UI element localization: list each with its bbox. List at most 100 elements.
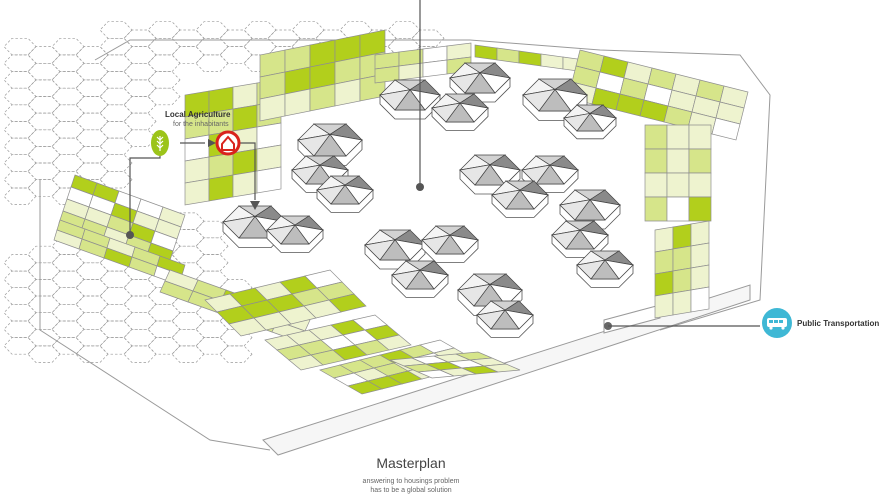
context-hexagon [3, 187, 37, 205]
context-hexagon [75, 146, 109, 164]
context-hexagon [27, 112, 61, 131]
context-hexagon [75, 328, 109, 347]
field-plot [256, 144, 282, 172]
arrow-head-down [250, 201, 260, 210]
context-hexagon [3, 137, 37, 156]
context-hexagon [3, 121, 37, 139]
context-hexagon [27, 328, 61, 347]
context-hexagon [219, 345, 253, 363]
field-plot [690, 242, 710, 269]
context-hexagon [51, 137, 85, 156]
agriculture-title: Local Agriculture [165, 110, 231, 119]
housing-cluster [378, 79, 442, 120]
field-plot [376, 334, 412, 351]
context-hexagon [171, 46, 205, 64]
context-hexagon [99, 270, 133, 289]
context-hexagon [3, 37, 37, 56]
context-hexagon [147, 87, 181, 106]
context-hexagon [27, 279, 61, 297]
context-hexagon [3, 104, 37, 122]
field-plot [666, 196, 690, 222]
context-hexagon [147, 303, 181, 322]
field-plot [184, 156, 210, 184]
context-hexagon [3, 71, 37, 89]
context-hexagon [195, 320, 229, 338]
housing-cluster [265, 215, 325, 253]
context-hexagon [3, 87, 37, 106]
housing-cluster [315, 175, 375, 213]
context-hexagon [147, 71, 181, 89]
context-hexagon [99, 54, 133, 72]
housing-cluster [456, 273, 524, 317]
context-hexagon [123, 279, 157, 297]
context-hexagon [75, 279, 109, 297]
context-hexagon [3, 270, 37, 289]
context-hexagon [51, 54, 85, 72]
context-hexagon [3, 303, 37, 322]
context-hexagon [51, 87, 85, 106]
context-hexagon [387, 21, 421, 39]
field-plot [644, 196, 668, 222]
field-plot [672, 223, 692, 250]
field-plot [232, 170, 258, 198]
context-hexagon [99, 287, 133, 305]
context-hexagon [123, 112, 157, 131]
housing-clusters [221, 62, 635, 338]
context-hexagon [27, 62, 61, 81]
subtitle-line-1: answering to housings problem [363, 478, 460, 485]
field-plot [690, 264, 710, 291]
context-hexagon [123, 79, 157, 97]
context-hexagon [3, 320, 37, 338]
house-icon [215, 130, 241, 156]
housing-cluster [430, 93, 490, 131]
field-plot [690, 286, 710, 313]
housing-cluster [562, 104, 618, 140]
field-plot [232, 82, 258, 110]
page-title: Masterplan [376, 455, 445, 471]
transport-label: Public Transportation [797, 319, 879, 328]
context-hexagon [75, 295, 109, 314]
housing-cluster [575, 250, 635, 288]
field-plot [474, 44, 498, 61]
context-hexagon [147, 337, 181, 355]
context-hexagon [3, 287, 37, 305]
context-hexagon [75, 96, 109, 114]
context-hexagon [171, 345, 205, 363]
context-hexagon [99, 37, 133, 56]
housing-cluster [420, 225, 480, 263]
field-plot [184, 134, 210, 162]
housing-cluster [521, 78, 589, 121]
field-plot [208, 152, 234, 180]
field-plot [422, 59, 448, 78]
context-hexagon [123, 328, 157, 347]
field-plot [334, 78, 361, 107]
context-hexagon [75, 112, 109, 131]
field-plot [540, 53, 564, 70]
context-hexagon [75, 62, 109, 81]
context-hexagon [99, 337, 133, 355]
field-plot [184, 178, 210, 206]
context-hexagon [75, 129, 109, 147]
context-hexagon [123, 312, 157, 330]
context-hexagon [75, 79, 109, 97]
context-hexagon [27, 96, 61, 114]
context-hexagon [99, 320, 133, 338]
context-hexagon [3, 254, 37, 272]
context-hexagon [27, 79, 61, 97]
context-hexagon [243, 21, 277, 39]
context-hexagon [99, 121, 133, 139]
site-outline [39, 39, 771, 451]
context-hexagon [99, 154, 133, 172]
context-hexagon [51, 104, 85, 122]
context-hexagon [27, 162, 61, 180]
field-plot [690, 220, 710, 247]
context-hexagon [99, 137, 133, 156]
field-plot [256, 122, 282, 150]
field-plot [328, 293, 367, 313]
context-hexagon [75, 312, 109, 330]
context-hexagon [99, 104, 133, 122]
agriculture-subtitle: for the inhabitants [173, 121, 229, 128]
context-hexagon [3, 154, 37, 172]
field-plot [232, 104, 258, 132]
context-hexagon [3, 337, 37, 355]
